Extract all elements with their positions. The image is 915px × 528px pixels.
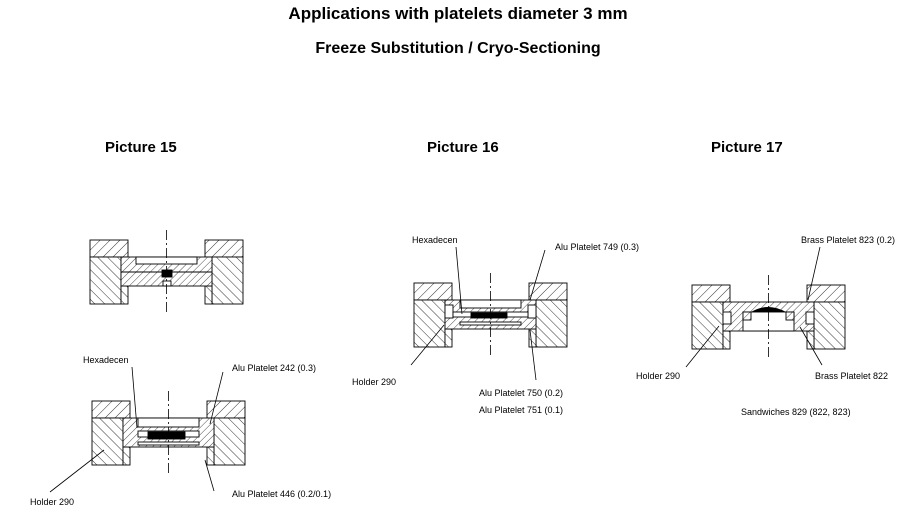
- p15-holder-label: Holder 290: [30, 497, 74, 507]
- cover-plate-right: [806, 284, 846, 303]
- holder-body-left-inner: [444, 328, 453, 348]
- holder-body-left-inner: [122, 446, 131, 466]
- side-notch-right: [805, 311, 815, 325]
- p17-sandwich-label: Sandwiches 829 (822, 823): [741, 407, 851, 417]
- p16-holder-label: Holder 290: [352, 377, 396, 387]
- cover-plate-left: [413, 282, 453, 301]
- cover-plate-right: [204, 239, 244, 258]
- cover-plate-left: [89, 239, 129, 258]
- vent-hole: [162, 280, 172, 287]
- p16-bottom-platelet-2-label: Alu Platelet 751 (0.1): [479, 405, 563, 415]
- picture-16-holder-drawing: [413, 273, 568, 357]
- p17-holder-label: Holder 290: [636, 371, 680, 381]
- p17-top-platelet-label: Brass Platelet 823 (0.2): [801, 235, 895, 245]
- holder-body-left-inner: [722, 330, 731, 350]
- p16-hexadecen-label: Hexadecen: [412, 235, 458, 245]
- p15-top-platelet-label: Alu Platelet 242 (0.3): [232, 363, 316, 373]
- holder-body-right: [813, 301, 846, 350]
- picture-15-open-holder-drawing: [91, 391, 246, 475]
- lower-platelet-rim-right: [785, 311, 795, 321]
- side-notch-left: [444, 304, 454, 319]
- specimen: [470, 312, 508, 319]
- side-notch-right: [527, 304, 537, 319]
- picture-15-caption: Picture 15: [105, 139, 177, 156]
- holder-body-right: [211, 256, 244, 305]
- side-notch-left: [722, 311, 732, 325]
- p16-top-platelet-label: Alu Platelet 749 (0.3): [555, 242, 639, 252]
- lower-gap: [137, 441, 200, 446]
- picture-17-holder-drawing: [691, 275, 846, 359]
- page-title: Applications with platelets diameter 3 m…: [288, 4, 627, 23]
- cover-plate-left: [691, 284, 731, 303]
- holder-body-right: [535, 299, 568, 348]
- holder-body-left: [691, 301, 724, 350]
- specimen: [161, 269, 173, 278]
- holder-body-left: [89, 256, 122, 305]
- lower-platelet-rim-left: [742, 311, 752, 321]
- p16-bottom-platelet-1-label: Alu Platelet 750 (0.2): [479, 388, 563, 398]
- picture-16-caption: Picture 16: [427, 139, 499, 156]
- holder-body-right-inner: [206, 446, 215, 466]
- holder-body-left: [91, 417, 124, 466]
- holder-body-right: [213, 417, 246, 466]
- p17-bottom-platelet-label: Brass Platelet 822: [815, 371, 888, 381]
- cover-plate-left: [91, 400, 131, 419]
- specimen: [751, 307, 786, 312]
- holder-body-left: [413, 299, 446, 348]
- leader-lines: [49, 246, 823, 493]
- p15-bottom-platelet-label: Alu Platelet 446 (0.2/0.1): [232, 489, 331, 499]
- cover-plate-right: [206, 400, 246, 419]
- page-subtitle: Freeze Substitution / Cryo-Sectioning: [315, 40, 600, 57]
- holder-body-left-inner: [120, 285, 129, 305]
- p15-hexadecen-label: Hexadecen: [83, 355, 129, 365]
- holder-body-right-inner: [806, 330, 815, 350]
- picture-17-caption: Picture 17: [711, 139, 783, 156]
- specimen: [147, 431, 186, 440]
- holder-body-right-inner: [204, 285, 213, 305]
- picture-15-closed-holder-drawing: [89, 230, 244, 314]
